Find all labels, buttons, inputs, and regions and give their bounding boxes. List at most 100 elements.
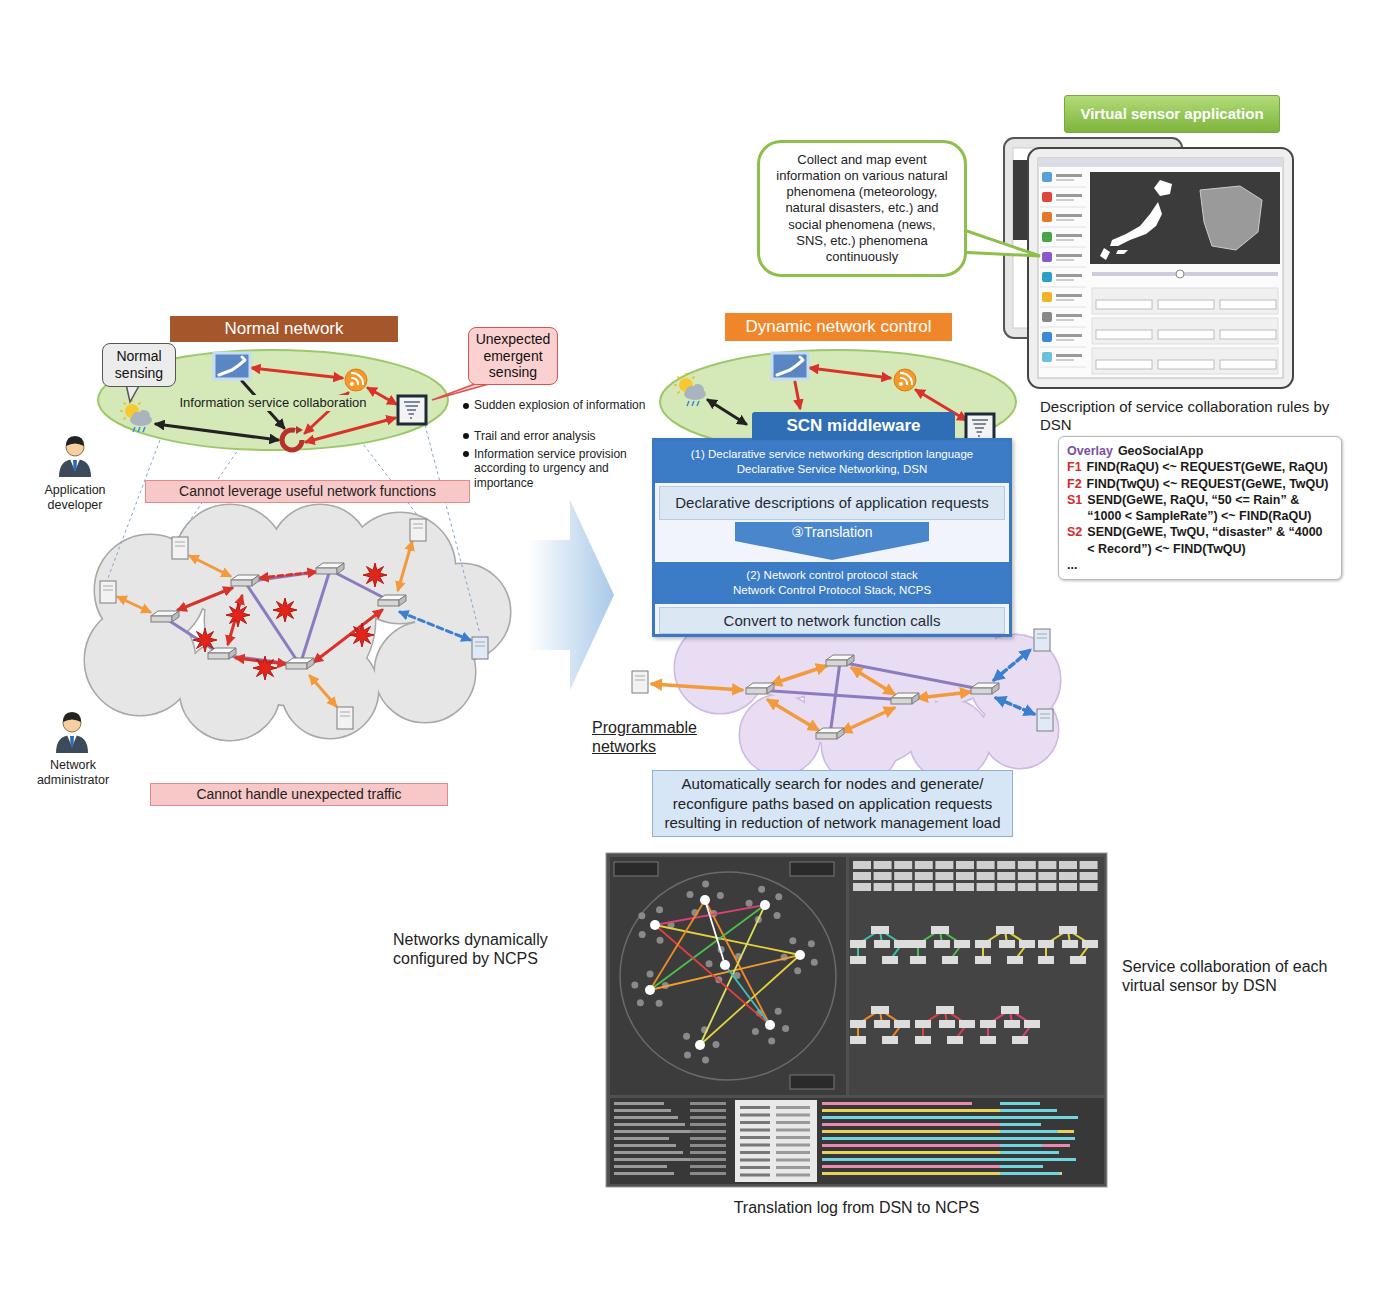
switch-side — [337, 563, 344, 574]
flow-arrow — [772, 666, 826, 684]
network-view-ring — [620, 872, 836, 1080]
tree-box — [850, 1020, 866, 1028]
node-text: Declarative Service Networking, DSN — [659, 462, 1005, 477]
service-tile — [1080, 883, 1098, 891]
tree-box — [934, 940, 950, 948]
tree-box — [947, 1036, 963, 1044]
network-view-link — [650, 900, 705, 990]
role-label: Network administrator — [22, 758, 124, 788]
log-entry — [822, 1116, 1078, 1119]
tornado-swirl — [975, 427, 984, 429]
mapping-line — [360, 440, 418, 516]
menu-separator — [1040, 327, 1086, 328]
person-shirt — [67, 735, 77, 747]
menu-icon — [1042, 312, 1052, 322]
log-entry — [1000, 1158, 1076, 1161]
network-link — [760, 690, 905, 700]
network-view-node — [687, 891, 694, 898]
tree-box — [1059, 926, 1077, 934]
log-cell — [776, 1129, 810, 1132]
log-line — [614, 1165, 667, 1168]
screenshot-frame — [606, 853, 1107, 1187]
code-text: SEND(GeWE, TwQU, “disaster” & “4000 < Re… — [1087, 524, 1333, 557]
menu-line — [1056, 179, 1074, 181]
layer-band: (1) Declarative service networking descr… — [655, 441, 1009, 483]
log-cell — [776, 1114, 810, 1117]
tree-box — [975, 956, 991, 964]
tree-box — [874, 940, 890, 948]
mapping-line — [108, 440, 160, 578]
tree-box — [980, 1036, 996, 1044]
log-entry — [1000, 1144, 1042, 1147]
form-field — [1220, 360, 1276, 369]
translation-arrow: ③Translation — [735, 522, 929, 560]
code-keyword: S2 — [1067, 524, 1082, 557]
tree-box — [910, 940, 926, 948]
switch-front — [816, 733, 837, 739]
switch-front — [208, 653, 229, 659]
code-keyword: S1 — [1067, 492, 1082, 525]
network-view-node — [768, 1037, 775, 1044]
network-view-node — [758, 886, 765, 893]
network-view-node — [637, 999, 644, 1006]
rss-icon — [345, 369, 367, 391]
form-field — [1096, 300, 1152, 309]
layer-band: (2) Network control protocol stackNetwor… — [655, 562, 1009, 604]
server-slot — [1040, 718, 1050, 719]
log-entry — [822, 1165, 1009, 1168]
figure-caption: Translation log from DSN to NCPS — [606, 1198, 1107, 1217]
sun-ray — [685, 373, 687, 376]
code-text: GeoSocialApp — [1118, 443, 1333, 459]
middleware-box: SCN middleware(1) Declarative service ne… — [652, 412, 1012, 637]
server-icon — [1037, 709, 1053, 731]
cloud-outline — [85, 605, 195, 715]
tree-box — [850, 1036, 866, 1044]
tree-box — [850, 956, 866, 964]
switch-side — [229, 648, 236, 659]
code-line: S2SEND(GeWE, TwQU, “disaster” & “4000 < … — [1067, 524, 1333, 557]
tree-box — [850, 940, 866, 948]
network-view-node — [639, 931, 646, 938]
menu-icon — [1042, 292, 1052, 302]
server-slot — [340, 712, 350, 713]
person-body — [56, 735, 88, 753]
mapping-line — [425, 425, 480, 634]
section-banner: Normal network — [170, 316, 398, 342]
network-view-node — [631, 981, 638, 988]
service-tile — [956, 861, 974, 869]
tablet-screen — [1038, 158, 1283, 378]
flow-arrow — [795, 382, 800, 408]
slider-knob — [1176, 270, 1184, 278]
japan-shape — [777, 357, 803, 375]
code-line: S1SEND(GeWE, RaQU, “50 <= Rain” & “1000 … — [1067, 492, 1333, 525]
menu-separator — [1040, 207, 1086, 208]
service-tile — [874, 861, 892, 869]
flow-arrow — [768, 700, 818, 730]
congestion-burst — [350, 623, 374, 647]
service-view — [849, 857, 1104, 1095]
tornado-swirl — [409, 413, 415, 415]
node-text: Normal sensing — [106, 348, 172, 382]
server-slot — [1037, 638, 1047, 639]
service-tile — [915, 861, 933, 869]
log-cell — [740, 1114, 770, 1117]
tree-box — [1038, 940, 1054, 948]
tree-box — [936, 1006, 954, 1014]
switch-front — [378, 600, 399, 606]
log-line — [614, 1137, 669, 1140]
person-tie — [73, 460, 77, 471]
server-slot — [1037, 634, 1047, 635]
sun-ray — [138, 403, 140, 405]
tree-box — [942, 956, 958, 964]
service-tile — [894, 883, 912, 891]
flow-arrow — [306, 418, 395, 442]
speech-bubble: Normal sensing — [102, 343, 176, 387]
network-view-hub — [720, 960, 730, 970]
log-line — [690, 1165, 726, 1168]
service-tile — [853, 883, 871, 891]
log-cell — [776, 1166, 810, 1169]
service-tile — [1018, 872, 1036, 880]
service-tile — [935, 861, 953, 869]
menu-icon — [1042, 192, 1052, 202]
